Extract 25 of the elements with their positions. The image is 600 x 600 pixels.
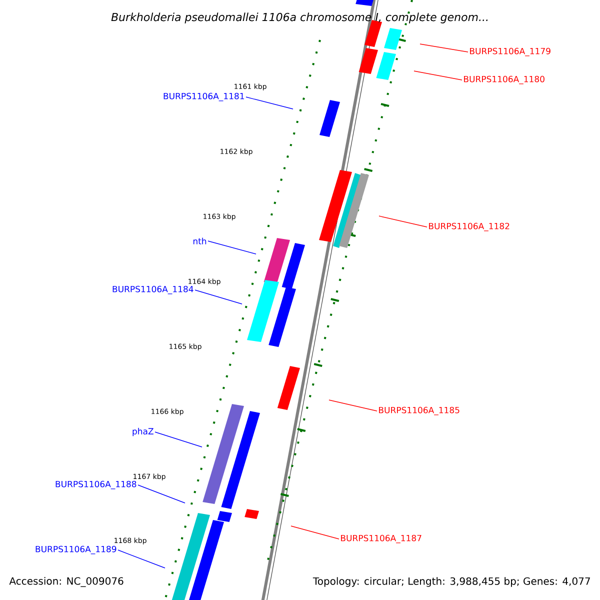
gene-label: BURPS1106A_1179 — [470, 48, 550, 56]
leader-line — [118, 550, 166, 568]
gene-label: BURPS1106A_1185 — [379, 406, 460, 416]
leader-line — [138, 484, 186, 504]
leader-line — [290, 526, 340, 540]
leader-line — [420, 44, 468, 52]
gene-label: BURPS1106A_1182 — [429, 222, 510, 232]
gene-label: BURPS1106A_1187 — [341, 534, 422, 544]
leader-line — [246, 96, 294, 110]
gene-label: nth — [193, 238, 206, 244]
gene-label: BURPS1106A_1188 — [56, 480, 136, 490]
leader-line — [154, 432, 202, 448]
leader-line — [378, 216, 428, 228]
leader-line — [208, 240, 256, 254]
leader-line — [328, 400, 378, 412]
gene-label: BURPS1106A_1189 — [36, 546, 116, 554]
leader-line — [194, 290, 242, 304]
gene-label: BURPS1106A_1181 — [164, 92, 244, 102]
gene-label: BURPS1106A_1180 — [464, 76, 544, 84]
gene-label: phaZ — [132, 428, 154, 436]
accession-text: Accession: NC_009076 — [9, 577, 124, 587]
leader-line — [414, 70, 462, 80]
title: Burkholderia pseudomallei 1106a chromosome I, complete genom... — [111, 12, 488, 24]
genome-info-text: Topology: circular; Length: 3,988,455 bp; Genes: 4,077 — [312, 577, 590, 587]
gene-label: BURPS1106A_1184 — [112, 286, 194, 294]
